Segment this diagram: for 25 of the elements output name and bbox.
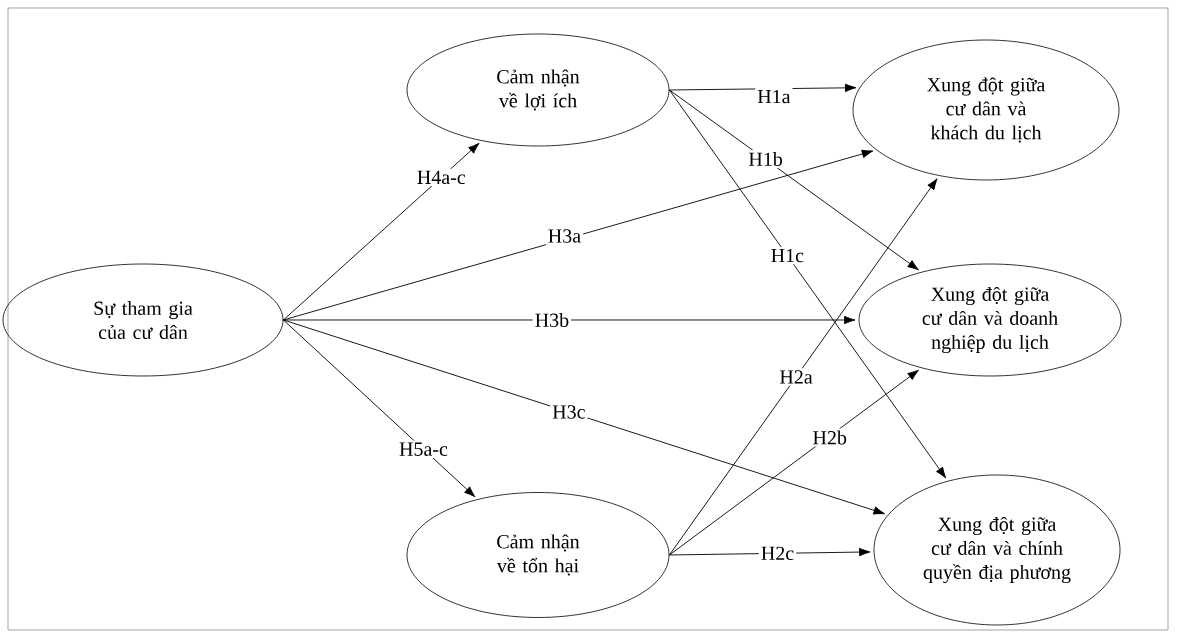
arrow <box>668 89 919 271</box>
ellipse-node: Xung đột giữa cư dân và doanh nghiệp du lịch <box>858 263 1122 377</box>
ellipse-node: Sự tham gia của cư dân <box>2 263 284 377</box>
edge-label: H3a <box>545 227 584 245</box>
arrow <box>282 319 885 515</box>
edge-label: H5a-c <box>397 440 450 458</box>
edge-label: H1c <box>768 246 806 265</box>
edge-label: H2b <box>810 428 849 447</box>
arrow <box>668 178 938 556</box>
edge-label: H2c <box>758 544 797 563</box>
arrow <box>282 319 476 498</box>
edge-label: H3c <box>550 403 588 421</box>
edge-label: H1a <box>755 87 793 106</box>
edge-label: H2a <box>777 368 815 386</box>
ellipse-node: Cảm nhận về tổn hại <box>406 492 670 618</box>
arrow <box>668 89 947 479</box>
arrow <box>282 142 480 321</box>
edge-label: H4a-c <box>414 168 468 187</box>
ellipse-node: Xung đột giữa cư dân và khách du lịch <box>852 39 1120 181</box>
ellipse-node: Xung đột giữa cư dân và chính quyền địa phương <box>873 474 1121 626</box>
ellipse-node: Cảm nhận về lợi ích <box>406 33 670 147</box>
edge-label: H1b <box>746 149 785 169</box>
arrow <box>282 315 856 325</box>
arrow <box>668 369 919 556</box>
edge-label: H3b <box>532 310 572 330</box>
